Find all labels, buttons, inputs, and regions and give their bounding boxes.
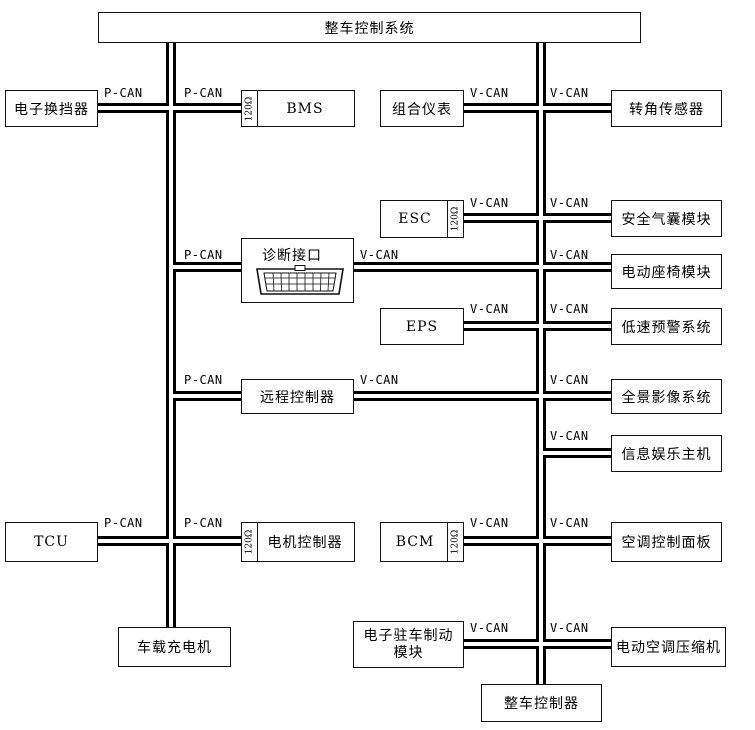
- pcan-label-shifter: P-CAN: [104, 86, 143, 100]
- vcan-label-telematics: V-CAN: [360, 373, 399, 387]
- surround-view-box: 全景影像系统: [611, 379, 722, 414]
- steering-angle-sensor-box: 转角传感器: [611, 90, 722, 127]
- pcan-label-diag: P-CAN: [184, 248, 223, 262]
- motor-controller-label: 电机控制器: [267, 535, 343, 551]
- vcu-box: 整车控制器: [481, 684, 602, 722]
- bcm-termination-resistor: 120Ω: [447, 522, 464, 562]
- power-seat-module-box: 电动座椅模块: [611, 254, 722, 289]
- low-speed-warning-label: 低速预警系统: [621, 319, 712, 336]
- airbag-module-box: 安全气囊模块: [611, 200, 722, 237]
- on-board-charger-label: 车载充电机: [137, 640, 212, 656]
- instrument-cluster-box: 组合仪表: [380, 90, 464, 127]
- pcan-label-telematics: P-CAN: [184, 373, 223, 387]
- bms-termination-label: 120Ω: [244, 96, 255, 121]
- vcan-label-cluster: V-CAN: [470, 86, 509, 100]
- vcu-label: 整车控制器: [504, 696, 579, 712]
- pcan-label-bms: P-CAN: [184, 86, 223, 100]
- motor-controller-box: 电机控制器: [241, 522, 355, 562]
- electronic-shifter-box: 电子换挡器: [5, 90, 98, 127]
- epb-module-box: 电子驻车制动 模块: [353, 621, 464, 668]
- bcm-termination-label: 120Ω: [450, 529, 461, 555]
- pcan-label-motor: P-CAN: [184, 516, 223, 530]
- vcan-label-airbag: V-CAN: [550, 196, 589, 210]
- vcan-label-infotainment: V-CAN: [550, 429, 589, 443]
- vcan-label-compressor: V-CAN: [550, 621, 589, 635]
- vehicle-control-system-label: 整车控制系统: [324, 20, 415, 37]
- infotainment-head-unit-label: 信息娱乐主机: [621, 446, 712, 463]
- electronic-shifter-label: 电子换挡器: [14, 101, 89, 118]
- vcan-label-warning: V-CAN: [550, 302, 589, 316]
- motor-controller-termination-label: 120Ω: [244, 529, 255, 555]
- power-seat-module-label: 电动座椅模块: [621, 264, 712, 281]
- bcm-label: BCM: [395, 534, 435, 550]
- tcu-box: TCU: [5, 522, 98, 562]
- epb-label-line1: 电子驻车制动: [363, 627, 454, 644]
- obd-connector-icon: [256, 265, 344, 295]
- vcan-label-bcm: V-CAN: [470, 516, 509, 530]
- bms-label: BMS: [286, 100, 324, 117]
- instrument-cluster-label: 组合仪表: [392, 101, 452, 118]
- vcan-label-diag: V-CAN: [360, 248, 399, 262]
- steering-angle-sensor-label: 转角传感器: [629, 101, 704, 118]
- vcan-label-eps: V-CAN: [470, 302, 509, 316]
- esc-label: ESC: [398, 211, 432, 227]
- bms-termination-resistor: 120Ω: [241, 90, 258, 127]
- esc-termination-resistor: 120Ω: [447, 200, 464, 238]
- vcan-label-steering: V-CAN: [550, 86, 589, 100]
- esc-termination-label: 120Ω: [450, 206, 461, 232]
- telematics-controller-box: 远程控制器: [241, 379, 354, 414]
- vcan-label-ac-panel: V-CAN: [550, 516, 589, 530]
- eps-label: EPS: [405, 318, 439, 335]
- electric-ac-compressor-box: 电动空调压缩机: [611, 627, 726, 667]
- infotainment-head-unit-box: 信息娱乐主机: [611, 435, 722, 472]
- vehicle-control-system-box: 整车控制系统: [98, 12, 641, 43]
- vcan-label-epb: V-CAN: [470, 621, 509, 635]
- tcu-label: TCU: [34, 534, 69, 550]
- airbag-module-label: 安全气囊模块: [621, 211, 712, 228]
- vcan-label-surround: V-CAN: [550, 373, 589, 387]
- epb-label-line2: 模块: [393, 644, 424, 661]
- ac-control-panel-box: 空调控制面板: [611, 522, 722, 562]
- bms-box: BMS: [241, 90, 355, 127]
- low-speed-warning-box: 低速预警系统: [611, 308, 722, 345]
- vcan-label-seat: V-CAN: [550, 248, 589, 262]
- electric-ac-compressor-label: 电动空调压缩机: [616, 640, 721, 656]
- ac-control-panel-label: 空调控制面板: [621, 535, 712, 551]
- eps-box: EPS: [380, 308, 464, 345]
- surround-view-label: 全景影像系统: [621, 389, 712, 406]
- vcan-label-esc: V-CAN: [470, 196, 509, 210]
- telematics-controller-label: 远程控制器: [260, 389, 335, 406]
- on-board-charger-box: 车载充电机: [118, 627, 231, 667]
- motor-controller-termination-resistor: 120Ω: [241, 522, 258, 562]
- diagnostic-port-label: 诊断接口: [262, 248, 322, 264]
- pcan-label-tcu: P-CAN: [104, 516, 143, 530]
